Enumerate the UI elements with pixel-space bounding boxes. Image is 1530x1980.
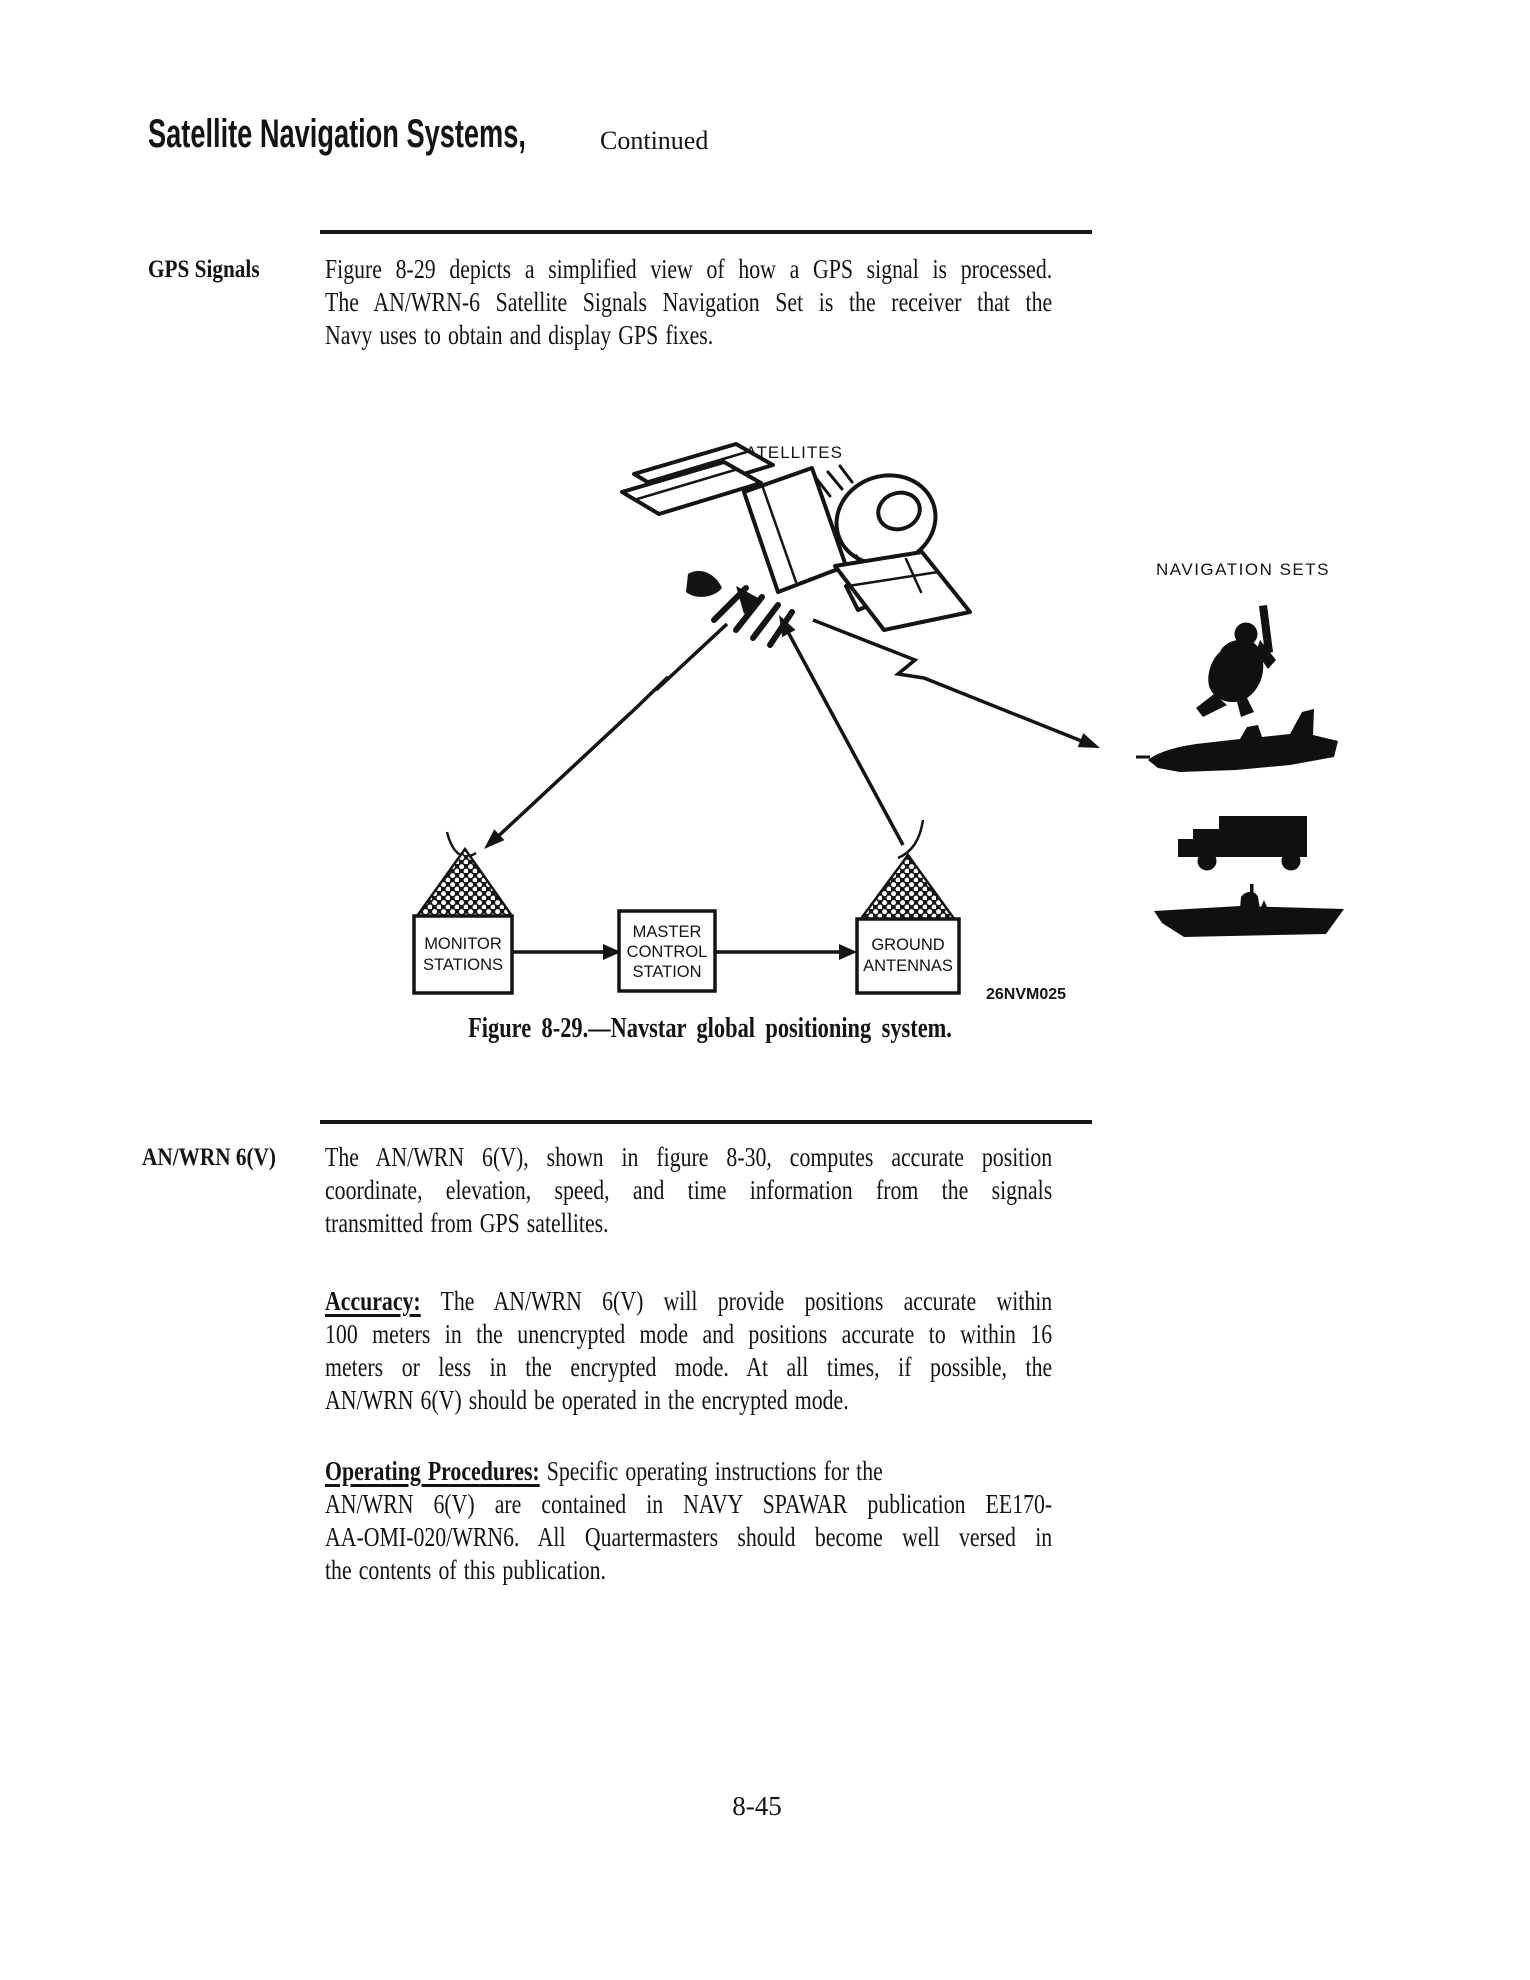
arrowhead-navsets [1077,733,1100,748]
accuracy-paragraph: Accuracy: The AN/WRN 6(V) will provide p… [325,1285,1052,1417]
paragraph-line: the contents of this publication. [325,1555,606,1585]
monitor-antenna-icon [414,846,515,918]
arrowhead-monitor [484,829,505,849]
paragraph-line: 100 meters in the unencrypted mode and p… [325,1319,1053,1349]
aircraft-icon [1136,709,1338,772]
master-box-line1: MASTER [633,923,702,941]
soldier-icon [1196,605,1276,717]
ground-box-line2: ANTENNAS [863,957,953,975]
paragraph-line: AA-OMI-020/WRN6. All Quartermasters shou… [325,1522,1053,1552]
monitor-stations-box [412,914,514,995]
satellite-to-navsets-arrow-line [812,618,1085,744]
navstar-diagram-svg: SATELLITES [412,442,1344,1003]
section-divider-top [320,230,1092,234]
master-box-line2: CONTROL [627,943,708,961]
ground-box-line1: GROUND [871,936,944,954]
navigation-sets-label: NAVIGATION SETS [1156,560,1330,579]
figure-id-label: 26NVM025 [986,986,1066,1003]
flow-boxes: MONITOR STATIONS MASTER CONTROL STATION … [412,909,961,995]
monitor-box-line2: STATIONS [423,956,503,974]
section-heading-anwrn: AN/WRN 6(V) [142,1144,276,1171]
section-heading-gps-signals: GPS Signals [148,256,260,283]
ground-to-satellite-arrow-line [786,631,905,846]
paragraph-line: Navy uses to obtain and display GPS fixe… [325,320,714,350]
arrowhead-master [603,944,621,960]
paragraph-line: coordinate, elevation, speed, and time i… [325,1175,1053,1205]
section-divider-middle [320,1120,1092,1124]
satellite-to-monitor-arrow-line [490,622,729,844]
paragraph-line: Figure 8-29 depicts a simplified view of… [325,254,1053,284]
signal-arrows [490,618,1085,846]
monitor-antenna-curl [445,831,477,858]
master-control-station-box [617,909,717,993]
ground-antennas-box [855,917,961,995]
monitor-box-line1: MONITOR [424,935,502,953]
page-title: Satellite Navigation Systems, [148,112,526,156]
accuracy-lead: Accuracy: [325,1286,421,1316]
arrowheads [484,615,1100,849]
paragraph-line: AN/WRN 6(V) are contained in NAVY SPAWAR… [325,1489,1053,1519]
satellite-icon [620,442,972,648]
paragraph-line: The AN/WRN-6 Satellite Signals Navigatio… [325,287,1053,317]
paragraph-line: Accuracy: The AN/WRN 6(V) will provide p… [325,1285,1052,1318]
figure-caption: Figure 8-29.—Navstar global positioning … [468,1013,952,1044]
master-box-line3: STATION [632,963,701,981]
gps-signals-paragraph: Figure 8-29 depicts a simplified view of… [325,253,1052,352]
truck-icon [1178,816,1307,871]
accuracy-rest: The AN/WRN 6(V) will provide positions a… [420,1286,1053,1316]
procedures-rest: Specific operating instructions for the [539,1456,883,1486]
page-number: 8-45 [732,1791,782,1821]
figure-8-29-diagram: SATELLITES [330,432,1360,1010]
procedures-lead: Operating Procedures: [325,1456,540,1486]
arrowhead-satellite [779,615,796,638]
paragraph-line: Operating Procedures: Specific operating… [325,1455,1052,1488]
paragraph-line: The AN/WRN 6(V), shown in figure 8-30, c… [325,1142,1053,1172]
paragraph-line: AN/WRN 6(V) should be operated in the en… [325,1385,849,1415]
ship-icon [1154,884,1344,937]
ground-antenna-curl [897,819,925,860]
operating-procedures-paragraph: Operating Procedures: Specific operating… [325,1455,1052,1587]
page-title-continued: Continued [600,126,709,155]
anwrn-intro-paragraph: The AN/WRN 6(V), shown in figure 8-30, c… [325,1141,1052,1240]
paragraph-line: transmitted from GPS satellites. [325,1208,609,1238]
navigation-set-silhouettes [1136,605,1344,937]
ground-antenna-icon [857,852,958,922]
paragraph-line: meters or less in the encrypted mode. At… [325,1352,1053,1382]
arrowhead-ground [839,944,857,960]
